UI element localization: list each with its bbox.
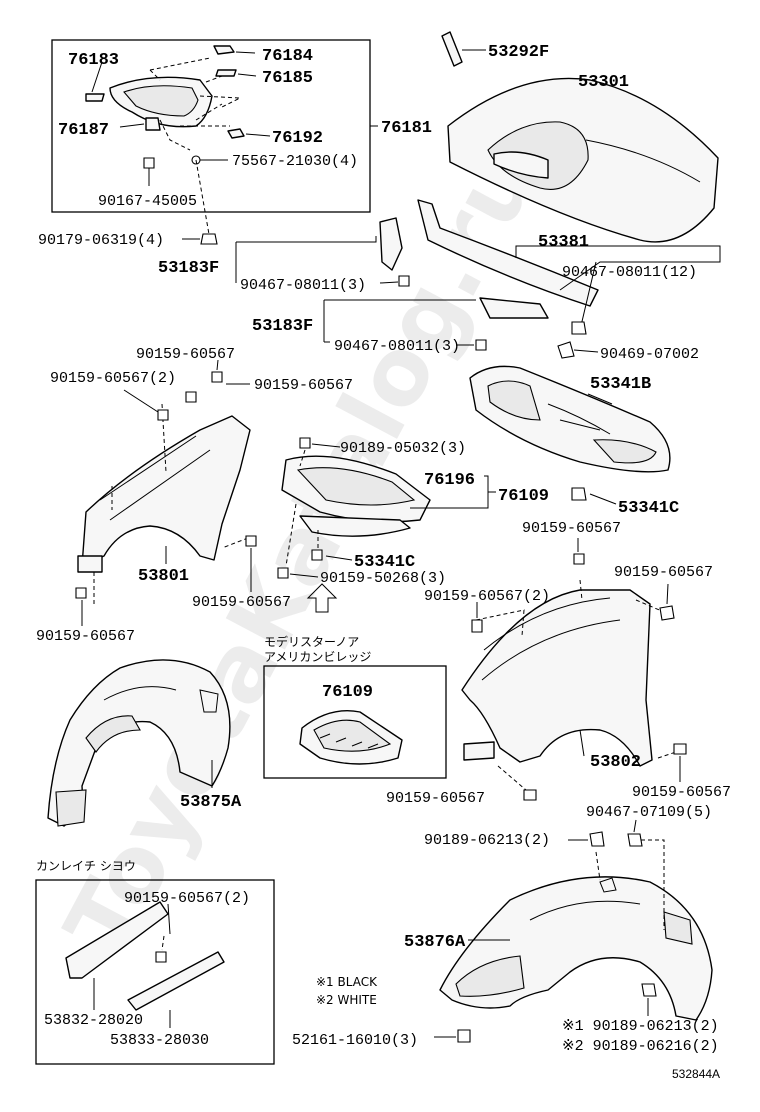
note-black: ※1 BLACK <box>316 975 378 989</box>
label-53341C-right: 53341C <box>618 499 679 518</box>
label-53292F: 53292F <box>488 43 549 62</box>
label-90467-08011-upper: 90467-08011(3) <box>240 277 366 294</box>
label-90159-60567-c: 90159-60567 <box>254 377 353 394</box>
label-90189-06216-x2: ※2 90189-06216(2) <box>562 1038 719 1055</box>
note-cold-region: カンレイチ シヨウ <box>36 859 136 873</box>
label-90467-07109: 90467-07109(5) <box>586 804 712 821</box>
label-90159-60567-i: 90159-60567 <box>632 784 731 801</box>
label-90159-60567-2a: 90159-60567(2) <box>50 370 176 387</box>
label-90189-05032: 90189-05032(3) <box>340 440 466 457</box>
label-90159-60567-f: 90159-60567 <box>522 520 621 537</box>
seal-53292F <box>441 31 486 67</box>
label-76196: 76196 <box>424 471 475 490</box>
label-90159-60567-d: 90159-60567 <box>192 594 291 611</box>
label-75567-21030: 75567-21030(4) <box>232 153 358 170</box>
cold-region-box <box>35 879 275 1065</box>
label-90159-60567-e: 90159-60567 <box>36 628 135 645</box>
label-90159-50268: 90159-50268(3) <box>320 570 446 587</box>
label-53341B: 53341B <box>590 375 651 394</box>
label-90189-06213-x1: ※1 90189-06213(2) <box>562 1018 719 1035</box>
label-53381: 53381 <box>538 233 589 252</box>
fender-53802-fasteners <box>471 538 687 801</box>
label-76109-top: 76109 <box>498 487 549 506</box>
bracket-53183F-upper <box>235 217 410 287</box>
label-53341C-center: 53341C <box>354 553 415 572</box>
bracket-53183F-lower <box>323 297 549 351</box>
note-american-village: アメリカンビレッジ <box>264 650 371 664</box>
garnish-76196-76109 <box>277 437 496 579</box>
fender-53802 <box>461 579 677 791</box>
fastener-90179 <box>182 233 218 245</box>
label-53802: 53802 <box>590 753 641 772</box>
arrow-up <box>306 583 338 613</box>
label-90159-60567-a: 90159-60567 <box>136 346 235 363</box>
label-90467-08011-lower: 90467-08011(3) <box>334 338 460 355</box>
label-53876A: 53876A <box>404 933 466 952</box>
label-90159-60567-2b: 90159-60567(2) <box>424 588 550 605</box>
label-90159-60567-h: 90159-60567 <box>614 564 713 581</box>
garnish-76109-variant <box>299 710 403 765</box>
variant-box <box>263 665 447 779</box>
hood-53301 <box>447 77 719 243</box>
liner-53876A-fasteners <box>434 819 657 1043</box>
label-76184: 76184 <box>262 47 313 66</box>
insulator-53341B <box>469 365 671 505</box>
label-53183F-lower: 53183F <box>252 317 313 336</box>
label-52161-16010: 52161-16010(3) <box>292 1032 418 1049</box>
label-90469-07002: 90469-07002 <box>600 346 699 363</box>
liner-53875A <box>47 659 231 827</box>
label-90159-60567-k: 90159-60567(2) <box>124 890 250 907</box>
reference-code: 532844A <box>672 1067 720 1081</box>
label-76181: 76181 <box>381 119 432 138</box>
note-modellista: モデリスターノア <box>264 634 359 649</box>
fender-53801 <box>77 403 251 604</box>
label-90189-06213: 90189-06213(2) <box>424 832 550 849</box>
liner-53876A <box>439 839 713 1021</box>
label-76187: 76187 <box>58 121 109 140</box>
note-white: ※2 WHITE <box>316 993 377 1007</box>
label-53301: 53301 <box>578 73 629 92</box>
label-53833-28030: 53833-28030 <box>110 1032 209 1049</box>
guards-53832-53833 <box>65 901 225 1028</box>
fender-53801-fasteners <box>75 359 257 626</box>
label-90159-60567-j: 90159-60567 <box>386 790 485 807</box>
hood-scoop-drawing <box>85 45 271 241</box>
label-53183F-upper: 53183F <box>158 259 219 278</box>
label-76185: 76185 <box>262 69 313 88</box>
label-76192: 76192 <box>272 129 323 148</box>
label-90467-08011-12: 90467-08011(12) <box>562 264 697 281</box>
seal-53381 <box>417 199 721 359</box>
label-53875A: 53875A <box>180 793 242 812</box>
label-53832-28020: 53832-28020 <box>44 1012 143 1029</box>
label-90167-45005: 90167-45005 <box>98 193 197 210</box>
label-53801: 53801 <box>138 567 189 586</box>
label-76109-box: 76109 <box>322 683 373 702</box>
label-76183: 76183 <box>68 51 119 70</box>
label-90179-06319: 90179-06319(4) <box>38 232 164 249</box>
